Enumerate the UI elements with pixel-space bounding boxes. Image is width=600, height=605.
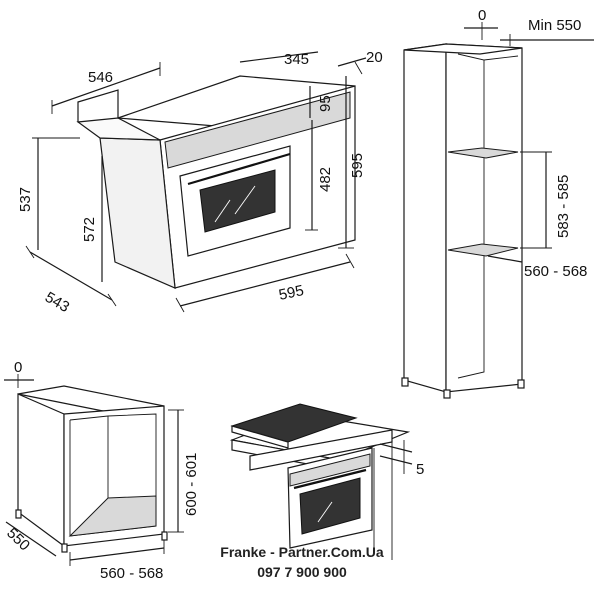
dim-550: 550	[3, 525, 33, 555]
built-in-oven-handle	[293, 468, 367, 490]
dim-column-560-568: 560 - 568	[524, 263, 587, 280]
column-top	[403, 43, 523, 55]
column-foot	[443, 389, 451, 399]
column-foot	[401, 377, 409, 387]
built-in-oven-panel	[289, 453, 371, 487]
dim-95: 95	[317, 95, 334, 112]
column-drawing: 0 Min 550 583 - 585 560 - 568	[401, 7, 594, 399]
cabinet-foot	[61, 543, 68, 553]
cabinet-foot	[161, 531, 168, 541]
column-side	[403, 43, 447, 393]
dim-543: 543	[42, 289, 72, 316]
under-hob-drawing: 5	[229, 403, 424, 560]
dim-min-550: Min 550	[528, 17, 581, 34]
dim-20: 20	[366, 49, 383, 66]
dim-595-height: 595	[349, 153, 366, 178]
cabinet-side	[17, 393, 65, 548]
dim-482: 482	[317, 167, 334, 192]
dim-572: 572	[81, 217, 98, 242]
dim-column-0: 0	[478, 7, 486, 24]
column-shelf-upper	[447, 147, 519, 159]
brand-footer: Franke - Partner.Com.Ua 097 7 900 900	[212, 543, 392, 581]
oven-handle	[187, 152, 291, 186]
column-foot	[517, 379, 525, 389]
brand-site: Franke - Partner.Com.Ua	[220, 544, 384, 560]
dim-600-601: 600 - 601	[183, 453, 200, 516]
dim-cabinet-560-568: 560 - 568	[100, 565, 163, 582]
dim-345: 345	[284, 51, 309, 68]
cabinet-floor	[68, 495, 157, 537]
dim-546: 546	[88, 69, 113, 86]
dim-583-585: 583 - 585	[555, 175, 572, 238]
base-cabinet-drawing: 0 600 - 601 550 560 - 568	[3, 359, 200, 582]
oven-drawing: 546 345 20 95 482 595 537 572 543	[17, 49, 383, 316]
dim-537: 537	[17, 187, 34, 212]
oven-control-panel	[164, 91, 351, 169]
dim-595-width: 595	[277, 282, 305, 304]
brand-phone: 097 7 900 900	[257, 564, 347, 580]
cabinet-foot	[15, 509, 22, 519]
column-shelf-lower	[447, 243, 519, 257]
built-in-oven-window	[299, 477, 361, 535]
dim-5: 5	[416, 461, 424, 478]
dim-cabinet-0: 0	[14, 359, 22, 376]
